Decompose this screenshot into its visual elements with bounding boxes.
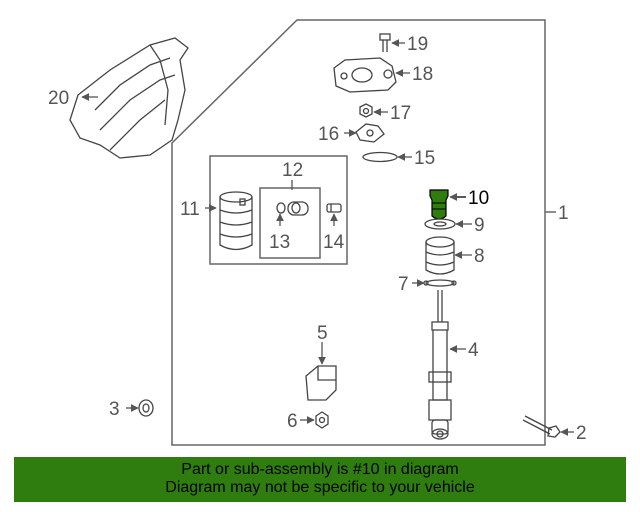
callout-12: 12: [282, 160, 303, 181]
callout-11: 11: [180, 199, 200, 220]
part-6-nut[interactable]: [315, 411, 329, 429]
part-18-top-mount[interactable]: [333, 57, 397, 93]
callout-14: 14: [323, 232, 345, 253]
callout-9: 9: [474, 215, 485, 236]
part-20-bracket[interactable]: [69, 37, 189, 159]
callout-19: 19: [407, 34, 428, 55]
part-15-seal-ring[interactable]: [362, 151, 398, 163]
leader-lines: [81, 39, 574, 436]
callout-4: 4: [468, 340, 479, 361]
callout-2: 2: [576, 423, 587, 444]
part-16-plate[interactable]: [355, 123, 385, 143]
part-10-bump-stop[interactable]: [429, 189, 449, 220]
kit-subbox: [259, 187, 321, 259]
callout-6: 6: [287, 411, 298, 432]
callout-15: 15: [414, 148, 435, 169]
callout-8: 8: [474, 246, 485, 267]
part-19-bolt[interactable]: [379, 33, 391, 52]
part-17-nut[interactable]: [359, 103, 373, 118]
callout-17: 17: [390, 103, 411, 124]
part-11-air-spring[interactable]: [219, 191, 253, 251]
part-9-washer[interactable]: [424, 218, 456, 230]
part-13-seal[interactable]: [276, 201, 309, 216]
part-7-clip[interactable]: [423, 279, 457, 287]
callout-16: 16: [318, 124, 339, 145]
part-4-shock-absorber[interactable]: [428, 290, 452, 440]
callout-20: 20: [48, 88, 69, 109]
callout-18: 18: [412, 64, 433, 85]
callout-10: 10: [468, 188, 489, 209]
banner-line-2: Diagram may not be specific to your vehi…: [165, 479, 475, 496]
part-2-bolt[interactable]: [522, 415, 561, 438]
callout-13: 13: [269, 232, 290, 253]
callout-5: 5: [317, 323, 328, 344]
banner-line-1: Part or sub-assembly is #10 in diagram: [181, 461, 459, 478]
callout-1: 1: [558, 203, 569, 224]
part-3-bushing[interactable]: [138, 399, 154, 417]
callout-3: 3: [109, 399, 120, 420]
part-14-valve[interactable]: [326, 203, 342, 213]
part-5-bracket[interactable]: [305, 365, 337, 401]
callout-7: 7: [398, 274, 409, 295]
assembly-outline: [171, 19, 546, 446]
info-banner: Part or sub-assembly is #10 in diagram D…: [14, 457, 626, 502]
part-8-dust-boot[interactable]: [425, 236, 455, 275]
